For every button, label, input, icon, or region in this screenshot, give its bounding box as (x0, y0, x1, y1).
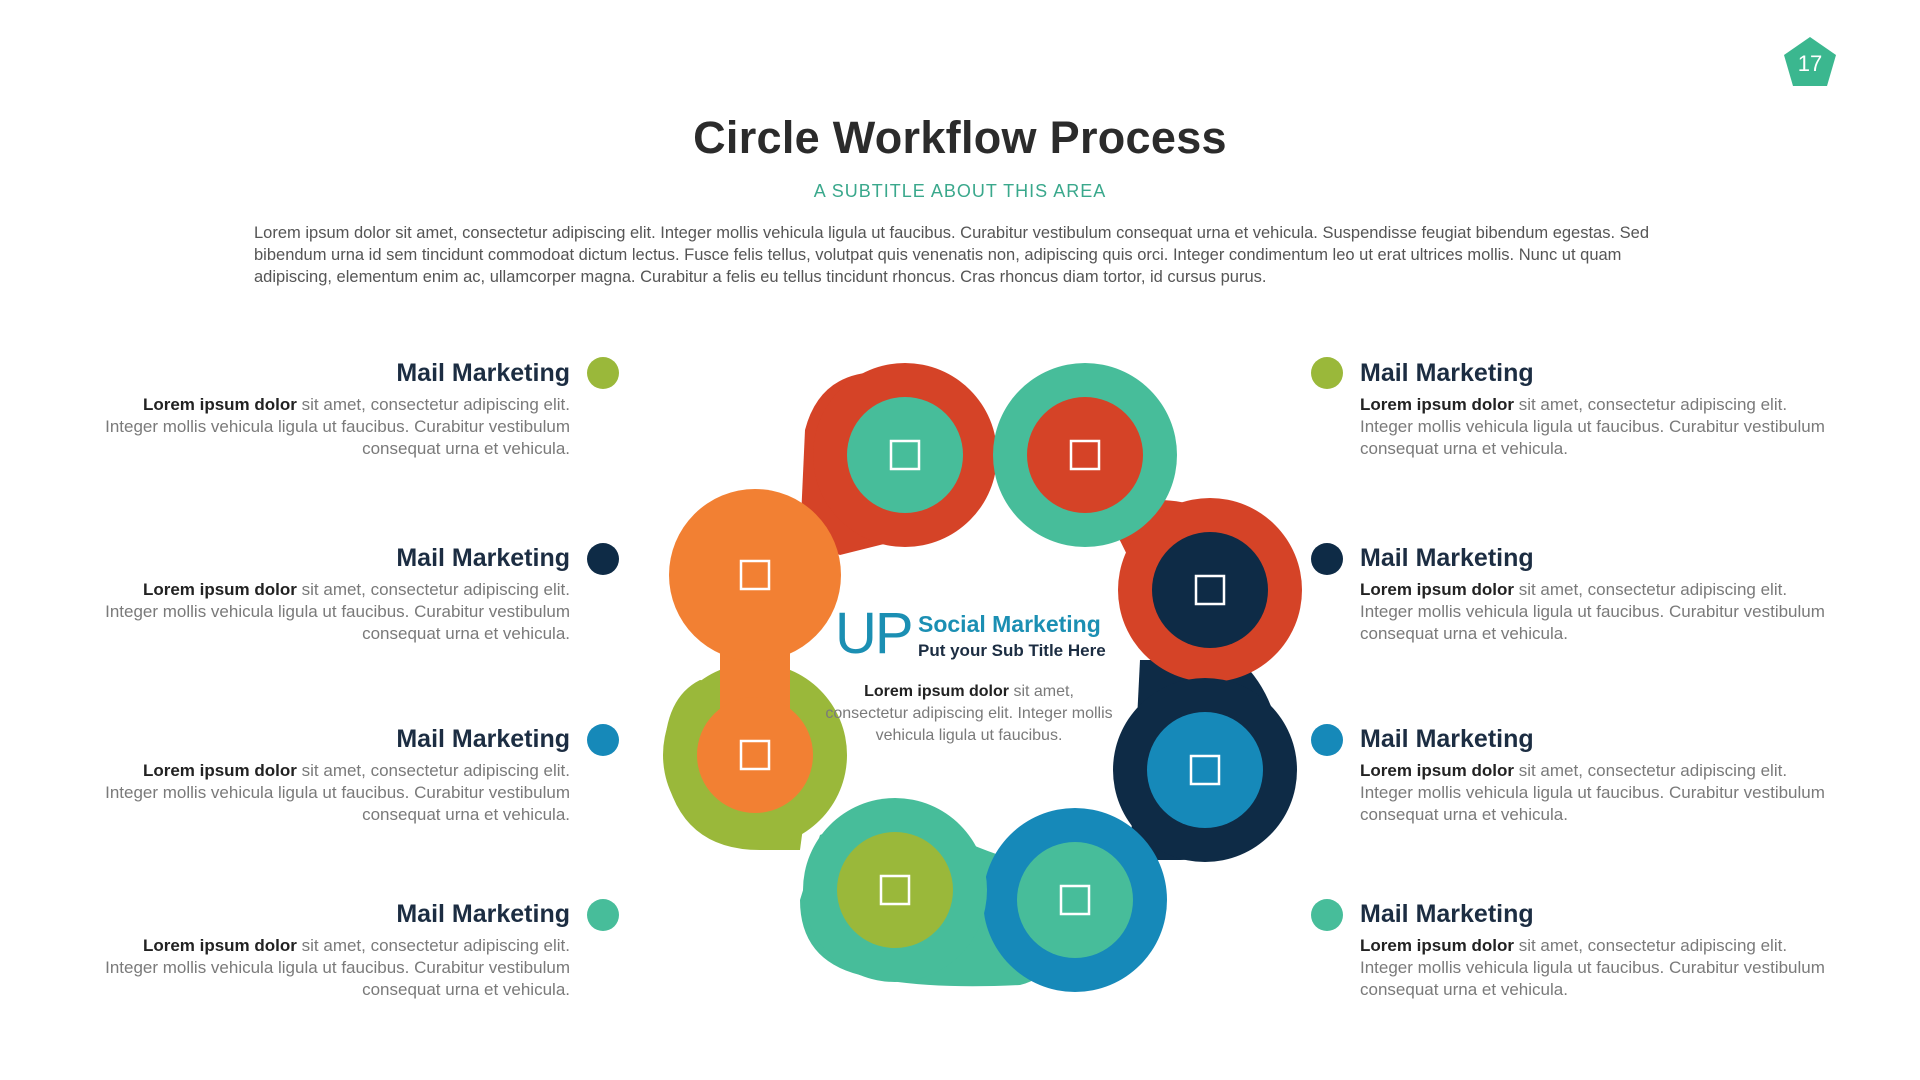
right-item-4: Mail Marketing Lorem ipsum dolor sit ame… (1360, 899, 1830, 1001)
item-heading: Mail Marketing (396, 544, 570, 572)
center-body: Lorem ipsum dolor sit amet, consectetur … (824, 681, 1114, 747)
item-lead: Lorem ipsum dolor (1360, 936, 1514, 955)
item-lead: Lorem ipsum dolor (142, 761, 297, 780)
left-item-4: Mail Marketing Lorem ipsum dolor sit ame… (100, 899, 570, 1001)
page-title: Circle Workflow Process (693, 112, 1227, 163)
bullet-dot-right-2 (1311, 543, 1343, 575)
bullet-dot-left-2 (587, 543, 619, 575)
item-lead: Lorem ipsum dolor (1360, 761, 1514, 780)
page-subtitle: A SUBTITLE ABOUT THIS AREA (813, 181, 1107, 201)
right-item-2: Mail Marketing Lorem ipsum dolor sit ame… (1360, 543, 1830, 645)
item-text: sit amet, consectetur adipiscing elit. I… (1360, 395, 1825, 458)
item-text: sit amet, consectetur adipiscing elit. I… (105, 936, 570, 999)
item-lead: Lorem ipsum dolor (142, 580, 297, 599)
square-icon (889, 439, 921, 471)
right-item-1: Mail Marketing Lorem ipsum dolor sit ame… (1360, 358, 1830, 460)
item-lead: Lorem ipsum dolor (1360, 395, 1514, 414)
bullet-dot-left-1 (587, 357, 619, 389)
item-body: Lorem ipsum dolor sit amet, consectetur … (100, 935, 570, 1001)
item-text: sit amet, consectetur adipiscing elit. I… (105, 395, 570, 458)
intro-paragraph: Lorem ipsum dolor sit amet, consectetur … (254, 224, 1650, 286)
left-item-2: Mail Marketing Lorem ipsum dolor sit ame… (100, 543, 570, 645)
item-heading: Mail Marketing (1360, 359, 1534, 387)
item-body: Lorem ipsum dolor sit amet, consectetur … (1360, 760, 1830, 826)
item-body: Lorem ipsum dolor sit amet, consectetur … (1360, 579, 1830, 645)
item-heading: Mail Marketing (396, 359, 570, 387)
pentagon-icon (1784, 37, 1836, 86)
item-heading: Mail Marketing (396, 725, 570, 753)
center-lead: Lorem ipsum dolor (864, 683, 1009, 700)
square-icon (1189, 754, 1221, 786)
bullet-dot-right-1 (1311, 357, 1343, 389)
right-item-3: Mail Marketing Lorem ipsum dolor sit ame… (1360, 724, 1830, 826)
page-number-badge: 17 (1783, 37, 1837, 87)
page-number: 17 (1797, 51, 1823, 76)
node-2 (1027, 397, 1143, 513)
square-icon (879, 874, 911, 906)
square-icon (1194, 574, 1226, 606)
item-text: sit amet, consectetur adipiscing elit. I… (1360, 761, 1825, 824)
left-item-1: Mail Marketing Lorem ipsum dolor sit ame… (100, 358, 570, 460)
node-1 (847, 397, 963, 513)
item-body: Lorem ipsum dolor sit amet, consectetur … (100, 394, 570, 460)
item-text: sit amet, consectetur adipiscing elit. I… (105, 580, 570, 643)
square-icon (739, 559, 771, 591)
item-heading: Mail Marketing (1360, 544, 1534, 572)
node-4 (1147, 712, 1263, 828)
center-subtitle: Put your Sub Title Here (918, 641, 1106, 660)
item-lead: Lorem ipsum dolor (1360, 580, 1514, 599)
item-text: sit amet, consectetur adipiscing elit. I… (1360, 936, 1825, 999)
diagram-nodes (663, 363, 1302, 992)
left-item-3: Mail Marketing Lorem ipsum dolor sit ame… (100, 724, 570, 826)
center-text: sit amet, consectetur adipiscing elit. I… (825, 683, 1113, 744)
item-body: Lorem ipsum dolor sit amet, consectetur … (100, 760, 570, 826)
item-text: sit amet, consectetur adipiscing elit. I… (105, 761, 570, 824)
node-3 (1152, 532, 1268, 648)
center-title: Social Marketing (918, 611, 1101, 637)
square-icon (1059, 884, 1091, 916)
item-body: Lorem ipsum dolor sit amet, consectetur … (1360, 935, 1830, 1001)
node-6 (837, 832, 953, 948)
bullet-dot-left-3 (587, 724, 619, 756)
square-icon (1069, 439, 1101, 471)
up-logo: UP (835, 601, 914, 666)
item-heading: Mail Marketing (396, 900, 570, 928)
item-lead: Lorem ipsum dolor (142, 936, 297, 955)
node-5 (1017, 842, 1133, 958)
item-heading: Mail Marketing (1360, 900, 1534, 928)
square-icon (739, 739, 771, 771)
node-7 (697, 697, 813, 813)
item-heading: Mail Marketing (1360, 725, 1534, 753)
item-text: sit amet, consectetur adipiscing elit. I… (1360, 580, 1825, 643)
node-8 (669, 489, 841, 661)
item-body: Lorem ipsum dolor sit amet, consectetur … (1360, 394, 1830, 460)
bullet-dot-left-4 (587, 899, 619, 931)
item-lead: Lorem ipsum dolor (142, 395, 297, 414)
bullet-dot-right-4 (1311, 899, 1343, 931)
item-body: Lorem ipsum dolor sit amet, consectetur … (100, 579, 570, 645)
bullet-dot-right-3 (1311, 724, 1343, 756)
